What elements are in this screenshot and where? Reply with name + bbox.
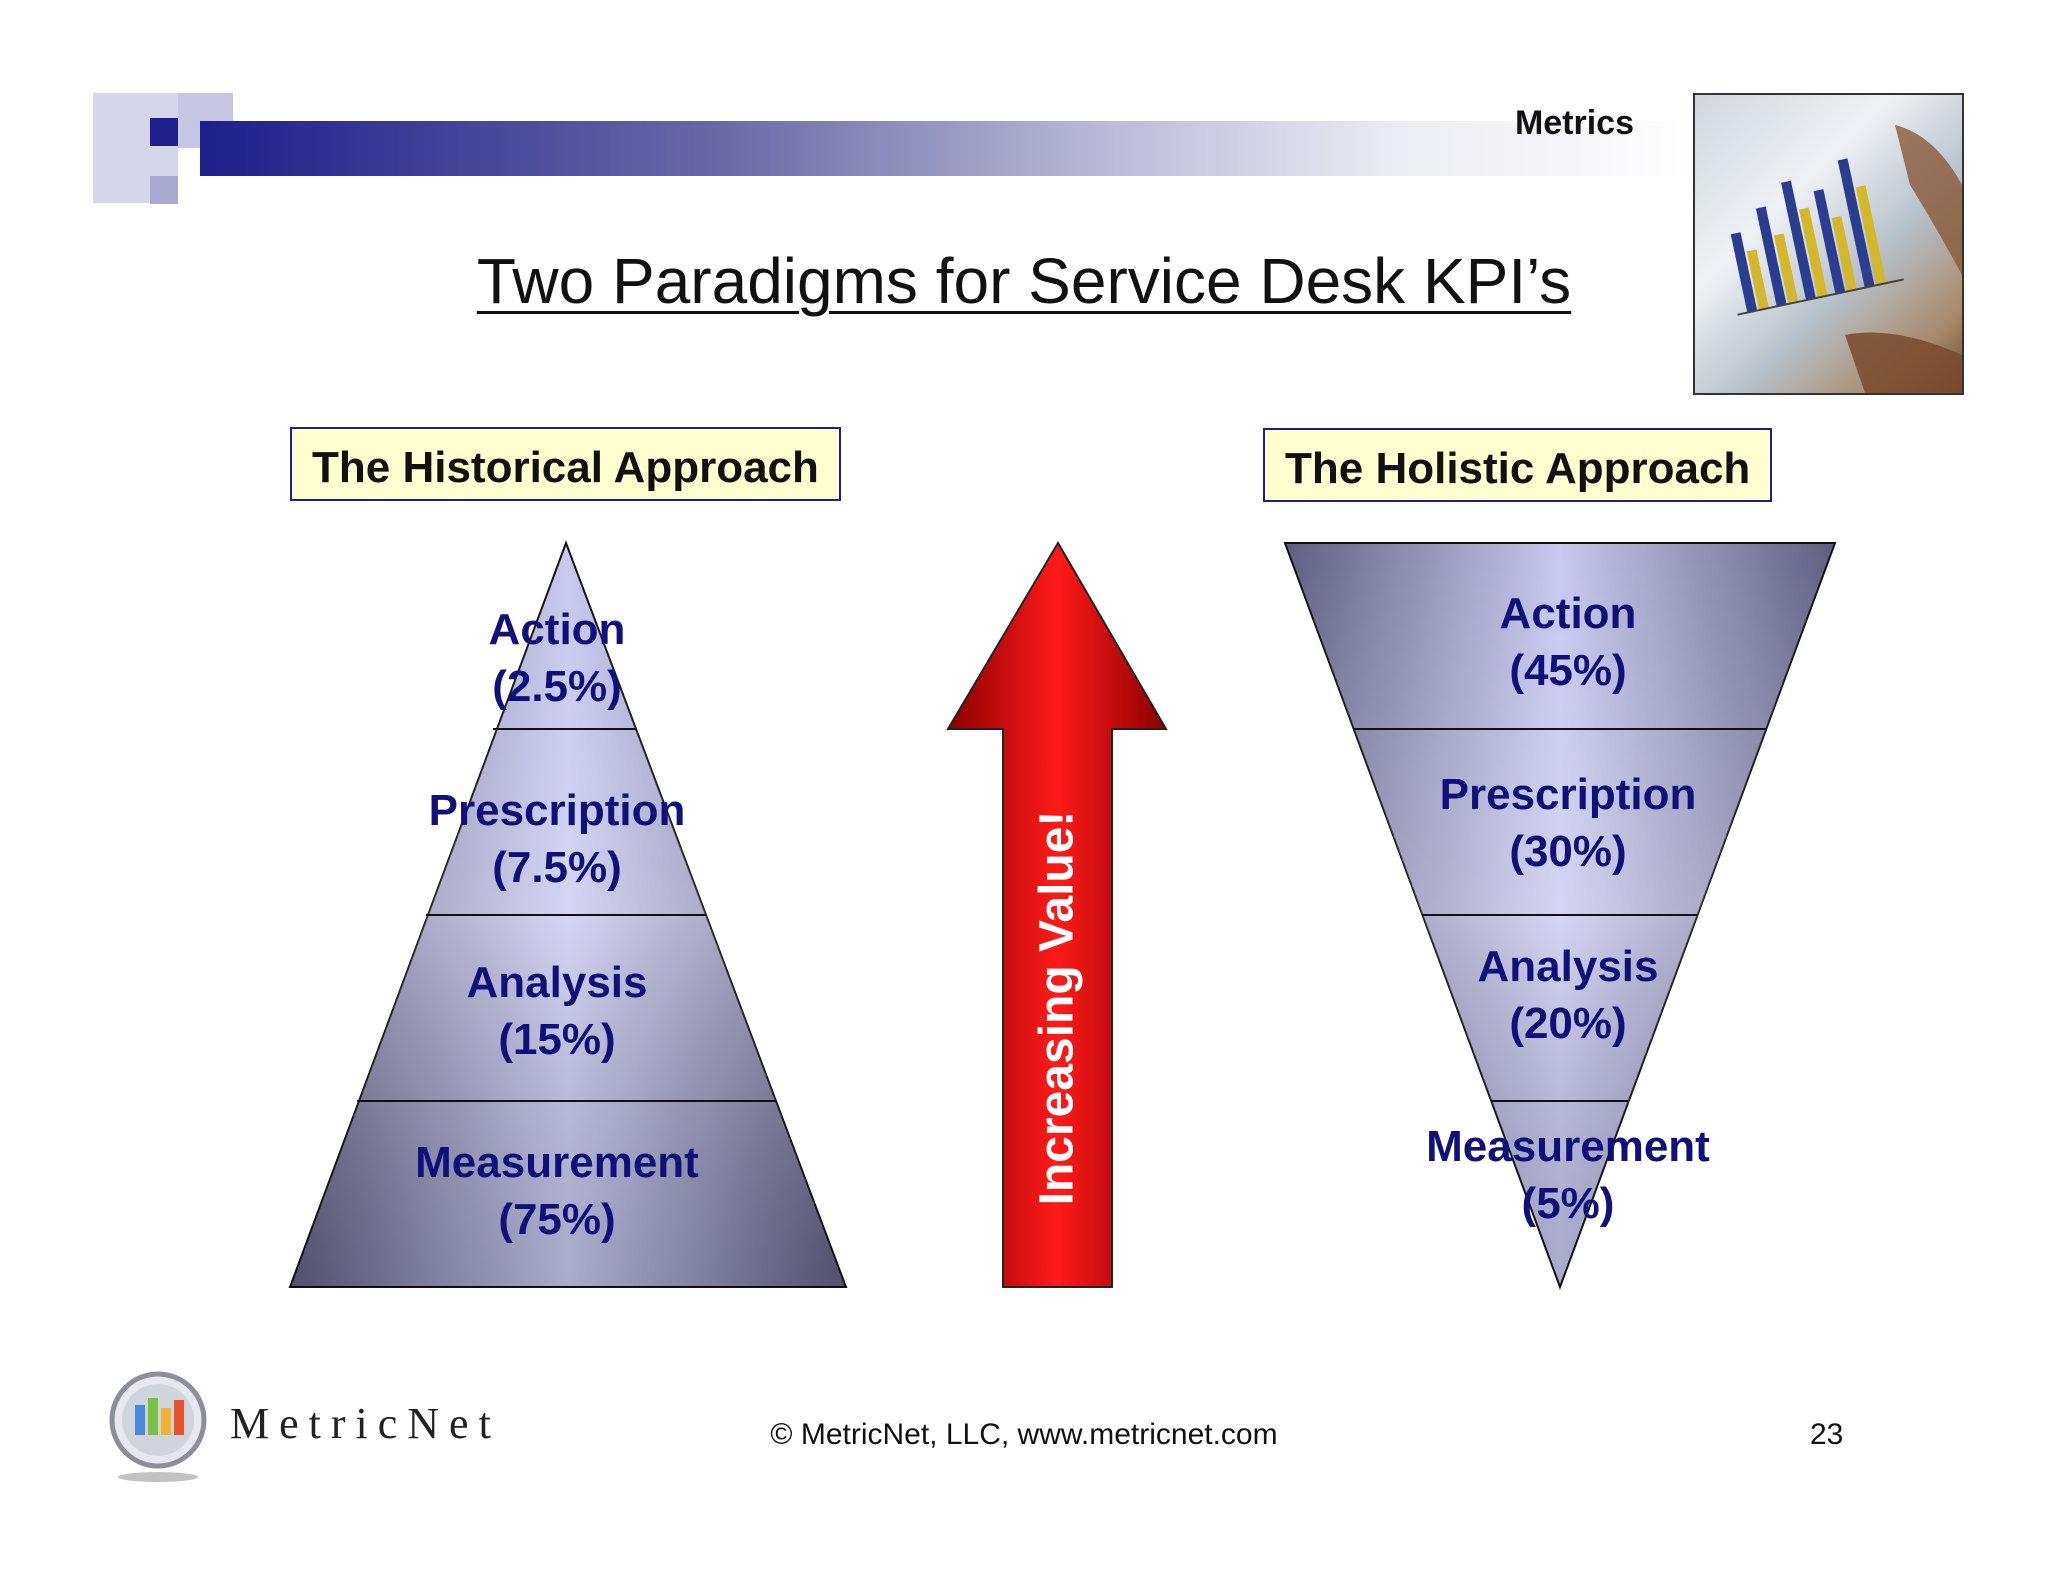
section-label: Metrics: [1514, 104, 1634, 142]
historical-tier-share: (75%): [498, 1195, 615, 1244]
holistic-approach-heading: The Holistic Approach: [1263, 428, 1773, 502]
holistic-tier-name: Action: [1500, 589, 1637, 638]
header-gradient-bar: [200, 121, 1700, 176]
holistic-tier-share: (5%): [1522, 1179, 1615, 1228]
historical-tier-name: Prescription: [429, 786, 686, 835]
page-number: 23: [1810, 1418, 1844, 1451]
holistic-tier-name: Analysis: [1478, 942, 1659, 991]
footer-copyright: © MetricNet, LLC, www.metricnet.com: [770, 1418, 1278, 1451]
historical-tier-name: Analysis: [467, 958, 648, 1007]
holistic-tier-name: Measurement: [1426, 1122, 1710, 1171]
holistic-tier-share: (45%): [1509, 646, 1626, 695]
holistic-tier-name: Prescription: [1440, 770, 1697, 819]
historical-tier-share: (15%): [498, 1015, 615, 1064]
holistic-inverted-pyramid: Action (45%) Prescription (30%) Analysis…: [1283, 542, 1837, 1290]
increasing-value-arrow: Increasing Value!: [946, 541, 1168, 1288]
historical-tier-share: (2.5%): [492, 662, 622, 711]
logo-text: MetricNet: [230, 1399, 501, 1448]
historical-tier-share: (7.5%): [492, 843, 622, 892]
historical-approach-heading: The Historical Approach: [290, 427, 841, 501]
holistic-tier-share: (30%): [1509, 827, 1626, 876]
page-title: Two Paradigms for Service Desk KPI’s: [476, 245, 1572, 317]
historical-tier-name: Action: [489, 605, 626, 654]
historical-tier-name: Measurement: [415, 1138, 699, 1187]
holistic-tier-share: (20%): [1509, 999, 1626, 1048]
metricnet-logo-icon: [109, 1371, 207, 1482]
arrow-label: Increasing Value!: [1031, 811, 1084, 1206]
chart-photo: [1693, 93, 1964, 395]
historical-pyramid: Action (2.5%) Prescription (7.5%) Analys…: [288, 540, 848, 1288]
